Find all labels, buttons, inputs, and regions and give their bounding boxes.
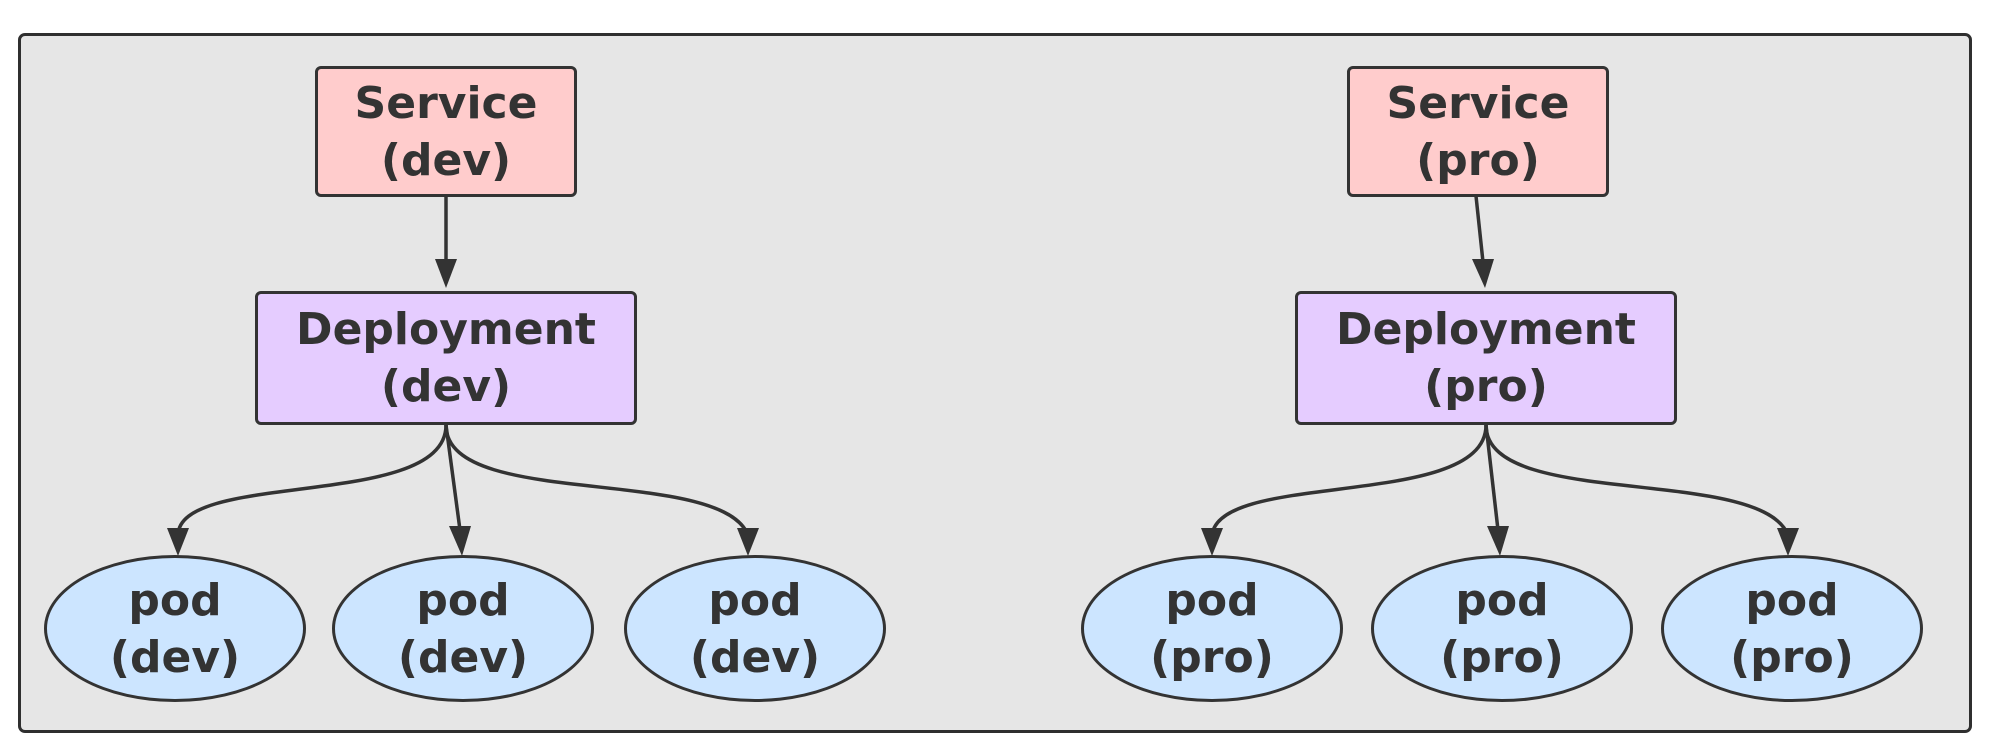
node-title: Service [354,77,538,129]
deployment-dev-node: Deployment (dev) [255,291,637,425]
node-env: (dev) [380,134,512,186]
deployment-pro-node: Deployment (pro) [1295,291,1677,425]
node-env: (dev) [689,631,821,683]
node-env: (pro) [1150,631,1274,683]
node-env: (pro) [1440,631,1564,683]
node-env: (dev) [109,631,241,683]
pod-dev-2-node: pod (dev) [332,555,594,702]
pod-dev-1-node: pod (dev) [44,555,306,702]
node-title: pod [708,574,802,626]
node-env: (pro) [1730,631,1854,683]
node-env: (dev) [397,631,529,683]
node-env: (pro) [1424,361,1548,412]
node-title: pod [416,574,510,626]
pod-pro-3-node: pod (pro) [1661,555,1923,702]
pod-pro-2-node: pod (pro) [1371,555,1633,702]
node-title: Service [1386,77,1570,129]
node-env: (dev) [380,361,512,412]
node-title: pod [1745,574,1839,626]
node-title: pod [1455,574,1549,626]
pod-dev-3-node: pod (dev) [624,555,886,702]
node-title: Deployment [1336,304,1636,355]
node-title: pod [1165,574,1259,626]
node-title: pod [128,574,222,626]
pod-pro-1-node: pod (pro) [1081,555,1343,702]
service-dev-node: Service (dev) [315,66,577,197]
node-env: (pro) [1416,134,1540,186]
service-pro-node: Service (pro) [1347,66,1609,197]
node-title: Deployment [296,304,596,355]
